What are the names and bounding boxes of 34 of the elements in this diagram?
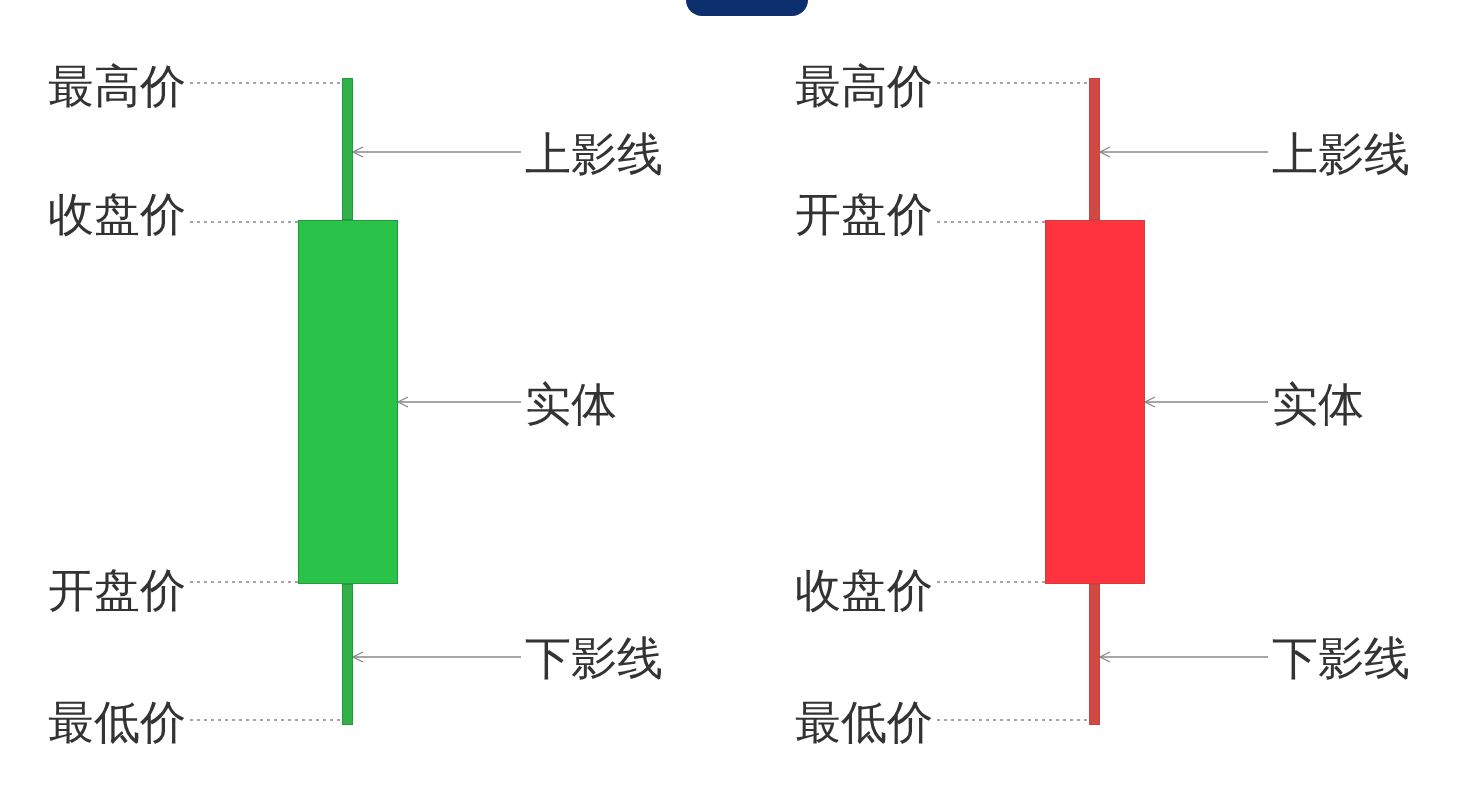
arrow — [352, 146, 522, 158]
part-label: 实体 — [1272, 379, 1364, 429]
leader-line — [189, 581, 299, 583]
candle-body — [1045, 220, 1145, 584]
arrow — [1144, 396, 1269, 408]
leader-line — [936, 82, 1090, 84]
part-label: 下影线 — [525, 633, 663, 683]
leader-line — [189, 82, 343, 84]
price-label: 最高价 — [795, 61, 933, 111]
part-label: 上影线 — [1272, 129, 1410, 179]
part-label: 下影线 — [1272, 633, 1410, 683]
leader-line — [936, 221, 1046, 223]
leader-line — [189, 221, 299, 223]
upper-wick — [342, 78, 353, 220]
price-label: 收盘价 — [795, 565, 933, 615]
price-label: 开盘价 — [48, 565, 186, 615]
leader-line — [936, 719, 1090, 721]
price-label: 最高价 — [48, 61, 186, 111]
arrow — [352, 651, 522, 663]
arrow — [1099, 146, 1269, 158]
upper-wick — [1089, 78, 1100, 220]
arrow — [397, 396, 522, 408]
leader-line — [936, 581, 1046, 583]
price-label: 开盘价 — [795, 189, 933, 239]
part-label: 实体 — [525, 379, 617, 429]
candle-body — [298, 220, 398, 584]
part-label: 上影线 — [525, 129, 663, 179]
price-label: 最低价 — [48, 697, 186, 747]
lower-wick — [1089, 584, 1100, 725]
price-label: 最低价 — [795, 697, 933, 747]
lower-wick — [342, 584, 353, 725]
leader-line — [189, 719, 343, 721]
price-label: 收盘价 — [48, 189, 186, 239]
arrow — [1099, 651, 1269, 663]
